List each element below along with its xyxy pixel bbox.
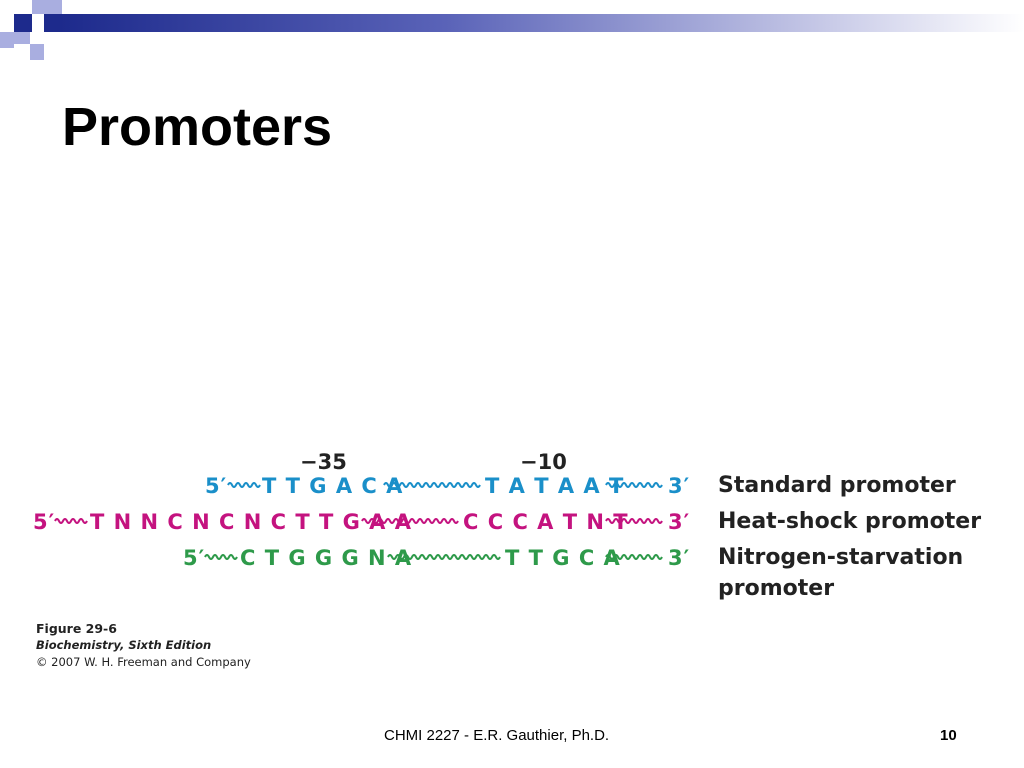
caption-figure-number: Figure 29-6: [36, 621, 117, 636]
slide-footer: CHMI 2227 - E.R. Gauthier, Ph.D.: [384, 727, 610, 744]
box-minus10-standard: T A T A A T: [485, 474, 625, 498]
box-minus10-heat-shock: C C C A T N T: [463, 510, 629, 534]
wavy-line: [227, 482, 261, 488]
wavy-line: [605, 518, 663, 524]
decor-square: [44, 14, 60, 32]
box-minus10-nitrogen: T T G C A: [505, 546, 621, 570]
three-prime-label: 3′: [668, 474, 691, 498]
wavy-line: [605, 554, 663, 560]
figure-caption: Figure 29-6 Biochemistry, Sixth Edition …: [36, 620, 251, 671]
five-prime-label: 5′: [33, 510, 56, 534]
label-line-1: Nitrogen-starvation: [718, 545, 964, 570]
three-prime-label: 3′: [668, 546, 691, 570]
position-label-minus10: −10: [520, 450, 567, 474]
box-minus35-standard: T T G A C A: [262, 474, 404, 498]
decor-square: [0, 32, 14, 48]
decor-square: [48, 0, 62, 14]
slide-number: 10: [940, 727, 957, 744]
decor-square: [30, 44, 44, 60]
label-nitrogen-starvation-promoter: Nitrogen-starvation promoter: [718, 542, 963, 604]
wavy-line: [387, 554, 501, 560]
five-prime-label: 5′: [183, 546, 206, 570]
slide-title: Promoters: [62, 97, 333, 157]
wavy-line: [54, 518, 88, 524]
wavy-line: [361, 518, 459, 524]
box-minus35-nitrogen: C T G G G N A: [240, 546, 413, 570]
label-line-2: promoter: [718, 576, 835, 601]
decor-square: [14, 14, 32, 32]
header-gradient-bar: [60, 14, 1024, 32]
caption-book-title: Biochemistry, Sixth Edition: [36, 638, 212, 652]
wavy-line: [204, 554, 238, 560]
decor-square: [14, 32, 30, 44]
caption-copyright: © 2007 W. H. Freeman and Company: [36, 655, 251, 669]
five-prime-label: 5′: [205, 474, 228, 498]
label-standard-promoter: Standard promoter: [718, 473, 956, 498]
box-minus35-heat-shock: T N N C N C N C T T G A A: [90, 510, 412, 534]
wavy-line: [605, 482, 663, 488]
wavy-line: [383, 482, 481, 488]
three-prime-label: 3′: [668, 510, 691, 534]
label-heat-shock-promoter: Heat-shock promoter: [718, 509, 982, 534]
decor-square: [32, 0, 48, 14]
position-label-minus35: −35: [300, 450, 347, 474]
